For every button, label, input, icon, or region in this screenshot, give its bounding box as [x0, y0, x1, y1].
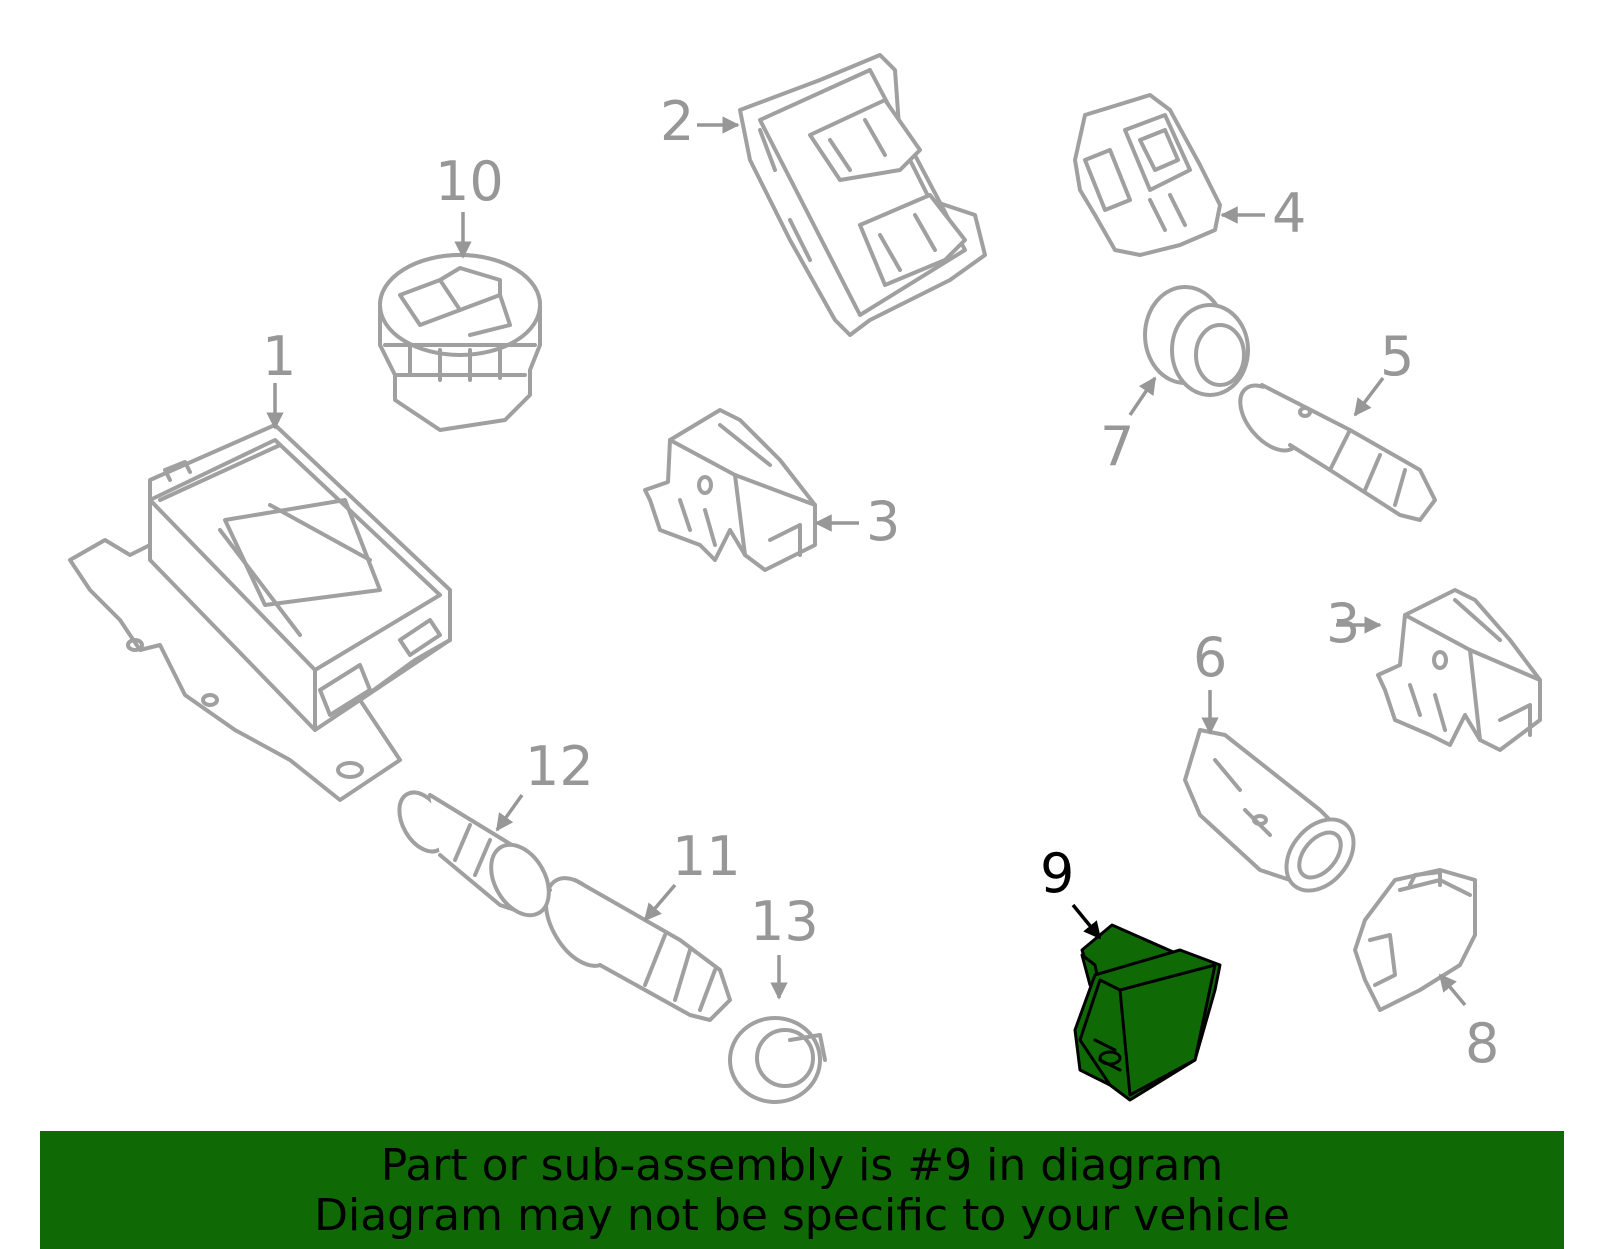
part-9-switch-highlighted — [1073, 923, 1222, 1102]
callout-7: 7 — [1100, 415, 1134, 478]
callout-8: 8 — [1465, 1012, 1499, 1075]
banner-line-1: Part or sub-assembly is #9 in diagram — [380, 1140, 1224, 1191]
callout-5: 5 — [1380, 325, 1414, 388]
callout-6: 6 — [1193, 626, 1227, 689]
callout-1: 1 — [262, 325, 296, 388]
callout-2: 2 — [660, 90, 694, 153]
leader-lines — [266, 116, 1467, 1007]
part-12-lighter — [397, 790, 552, 918]
part-8-button-cover — [1353, 868, 1477, 1012]
part-10-knob — [378, 253, 542, 432]
callout-11: 11 — [672, 825, 741, 888]
banner-line-2: Diagram may not be specific to your vehi… — [314, 1190, 1290, 1241]
info-banner: Part or sub-assembly is #9 in diagram Di… — [40, 1131, 1564, 1249]
part-11-socket — [543, 876, 732, 1022]
part-6-socket — [1183, 728, 1356, 893]
callout-9: 9 — [1040, 842, 1074, 905]
callout-10: 10 — [435, 150, 504, 213]
callout-labels: 1 2 3 3 4 5 6 7 8 9 10 11 12 13 — [262, 90, 1499, 1075]
callout-3-center: 3 — [866, 490, 900, 553]
part-13-bezel — [728, 1016, 827, 1104]
part-2-window-switch — [738, 53, 987, 337]
part-3-switch-center — [643, 408, 817, 572]
part-4-switch-assembly — [1073, 93, 1222, 257]
part-5-socket — [1238, 383, 1437, 522]
part-3-switch-right — [1376, 588, 1542, 752]
callout-3-right: 3 — [1326, 592, 1360, 655]
callout-12: 12 — [525, 735, 594, 798]
callout-13: 13 — [750, 890, 819, 953]
part-7-plug-cap — [1143, 285, 1250, 397]
callout-4: 4 — [1272, 182, 1306, 245]
part-1-control-module — [68, 423, 452, 802]
